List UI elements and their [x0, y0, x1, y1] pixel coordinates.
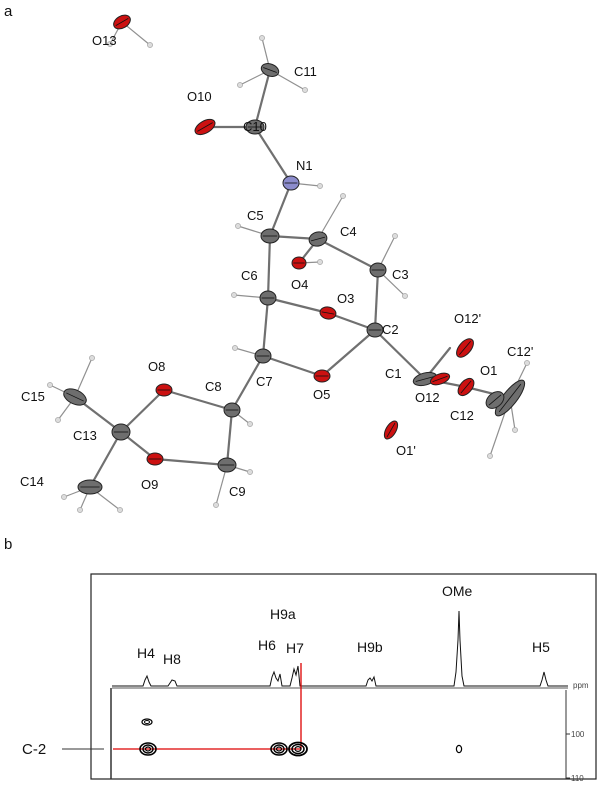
atom-label-C5: C5 [247, 208, 264, 223]
atom-label-C3: C3 [392, 267, 409, 282]
atom-axis-O12p [459, 341, 471, 355]
atom-axis-O10 [197, 122, 213, 132]
row-label-C2: C-2 [22, 741, 46, 758]
atom-label-C2: C2 [382, 322, 399, 337]
atom-label-O1: O1 [480, 363, 497, 378]
atom-axis-C15 [66, 392, 84, 402]
atom-axis-C12 [488, 394, 502, 406]
f1-tick-label-110: 110 [571, 774, 584, 783]
atom-label-C14: C14 [20, 474, 44, 489]
atom-label-O3: O3 [337, 291, 354, 306]
cross-peak-OMe-C2 [455, 744, 463, 754]
atom-axis-C4 [310, 236, 326, 242]
atom-label-C12: C12 [450, 408, 474, 423]
peak-label-H9a: H9a [270, 606, 296, 622]
atom-labels: O13 C11 O10 C10 N1 C5 C4 O4 C3 C6 O3 C2 … [20, 33, 533, 499]
atom-label-O12: O12 [415, 390, 440, 405]
atom-label-C15: C15 [21, 389, 45, 404]
cross-peaks [139, 718, 463, 757]
peak-label-H6: H6 [258, 637, 276, 653]
atom-label-C7: C7 [256, 374, 273, 389]
atom-axis-O1p [386, 422, 396, 438]
atom-label-C9: C9 [229, 484, 246, 499]
atom-axis-O1 [460, 380, 472, 394]
atom-label-O5: O5 [313, 387, 330, 402]
f1-tick-label-100: 100 [571, 730, 585, 739]
peak-label-H7: H7 [286, 640, 304, 656]
peak-label-H8: H8 [163, 651, 181, 667]
atom-axis-O3 [321, 311, 335, 315]
cross-peak-H7-C2 [288, 741, 308, 757]
atom-axis-C1 [415, 376, 435, 382]
cross-peak-H4-C2 [139, 742, 157, 756]
atom-label-N1: N1 [296, 158, 313, 173]
hmbc-spectrum: H4 H8 H6 H9a H7 H9b OMe H5 ppm 100 110 C… [22, 573, 597, 783]
atom-label-C10: C10 [243, 119, 267, 134]
peak-label-H5: H5 [532, 639, 550, 655]
proton-trace [112, 610, 568, 687]
spectrum-frame [90, 573, 597, 780]
panel-a-label: a [4, 3, 13, 20]
atom-label-O8: O8 [148, 359, 165, 374]
atom-label-C13: C13 [73, 428, 97, 443]
atom-label-C6: C6 [241, 268, 258, 283]
atom-label-O1p: O1' [396, 443, 416, 458]
atom-label-C1: C1 [385, 366, 402, 381]
peak-label-OMe: OMe [442, 583, 473, 599]
peak-label-H4: H4 [137, 645, 155, 661]
atom-label-O12p: O12' [454, 311, 481, 326]
hydrogen-atoms [47, 35, 530, 513]
ppm-unit: ppm [573, 681, 589, 690]
atom-label-O13: O13 [92, 33, 117, 48]
atom-axis-C12p [498, 383, 522, 413]
atom-axis-O12 [432, 375, 448, 383]
atom-label-C11: C11 [294, 64, 317, 79]
peak-label-H9b: H9b [357, 639, 383, 655]
atoms [63, 14, 526, 495]
cross-peak-H6-C2 [270, 742, 288, 756]
atom-label-O4: O4 [291, 277, 308, 292]
atom-label-C4: C4 [340, 224, 357, 239]
atom-label-O9: O9 [141, 477, 158, 492]
crystal-structure: O13 C11 O10 C10 N1 C5 C4 O4 C3 C6 O3 C2 … [20, 14, 533, 513]
atom-axis-O13 [115, 18, 129, 26]
atom-axis-C11 [263, 67, 277, 73]
atom-label-C8: C8 [205, 379, 222, 394]
atom-label-O10: O10 [187, 89, 212, 104]
cross-peak-H4-upper [141, 718, 153, 726]
panel-b-label: b [4, 536, 12, 553]
atom-label-C12p: C12' [507, 344, 533, 359]
